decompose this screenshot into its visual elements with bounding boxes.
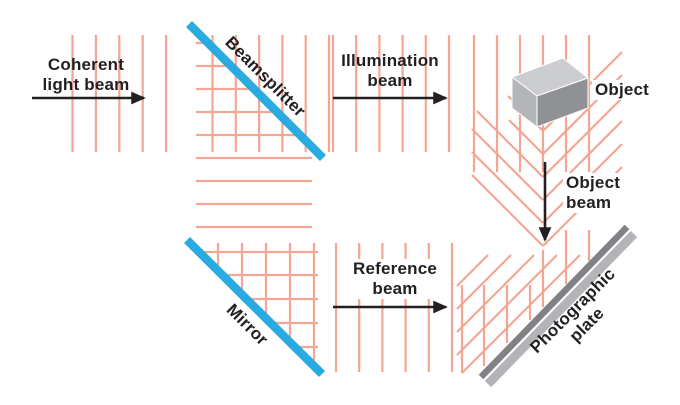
- wavefront-line-plate_parallel_fronts: [456, 254, 535, 333]
- wavefront-line-chevron_left_arms: [471, 128, 544, 201]
- wavefront-line-chevron_left_arms: [471, 151, 544, 224]
- object-beam-label: Object beam: [563, 173, 624, 213]
- object-label: Object: [591, 80, 653, 100]
- wavefront-line-chevron_left_arms: [508, 119, 544, 155]
- photographic-plate-front: [478, 224, 630, 380]
- object-cube-face-right: [536, 77, 589, 128]
- wavefront-line-chevron_right_arms: [542, 97, 623, 178]
- wavefront-line-plate_parallel_fronts: [461, 254, 581, 374]
- coherent-light-beam-label: Coherent light beam: [42, 55, 130, 94]
- wavefront-line-chevron_left_arms: [471, 174, 544, 247]
- wavefront-line-plate_parallel_fronts: [456, 254, 512, 310]
- wavefront-line-plate_parallel_fronts: [456, 254, 489, 287]
- illumination-beam-label: Illumination beam: [341, 51, 439, 90]
- wavefront-line-chevron_right_arms: [542, 120, 623, 201]
- wavefront-line-chevron_left_arms: [476, 110, 544, 178]
- reference-beam-label: Reference beam: [349, 259, 441, 299]
- mirror-line: [184, 236, 325, 378]
- photographic-plate-back: [484, 230, 638, 388]
- beamsplitter-line: [185, 20, 327, 162]
